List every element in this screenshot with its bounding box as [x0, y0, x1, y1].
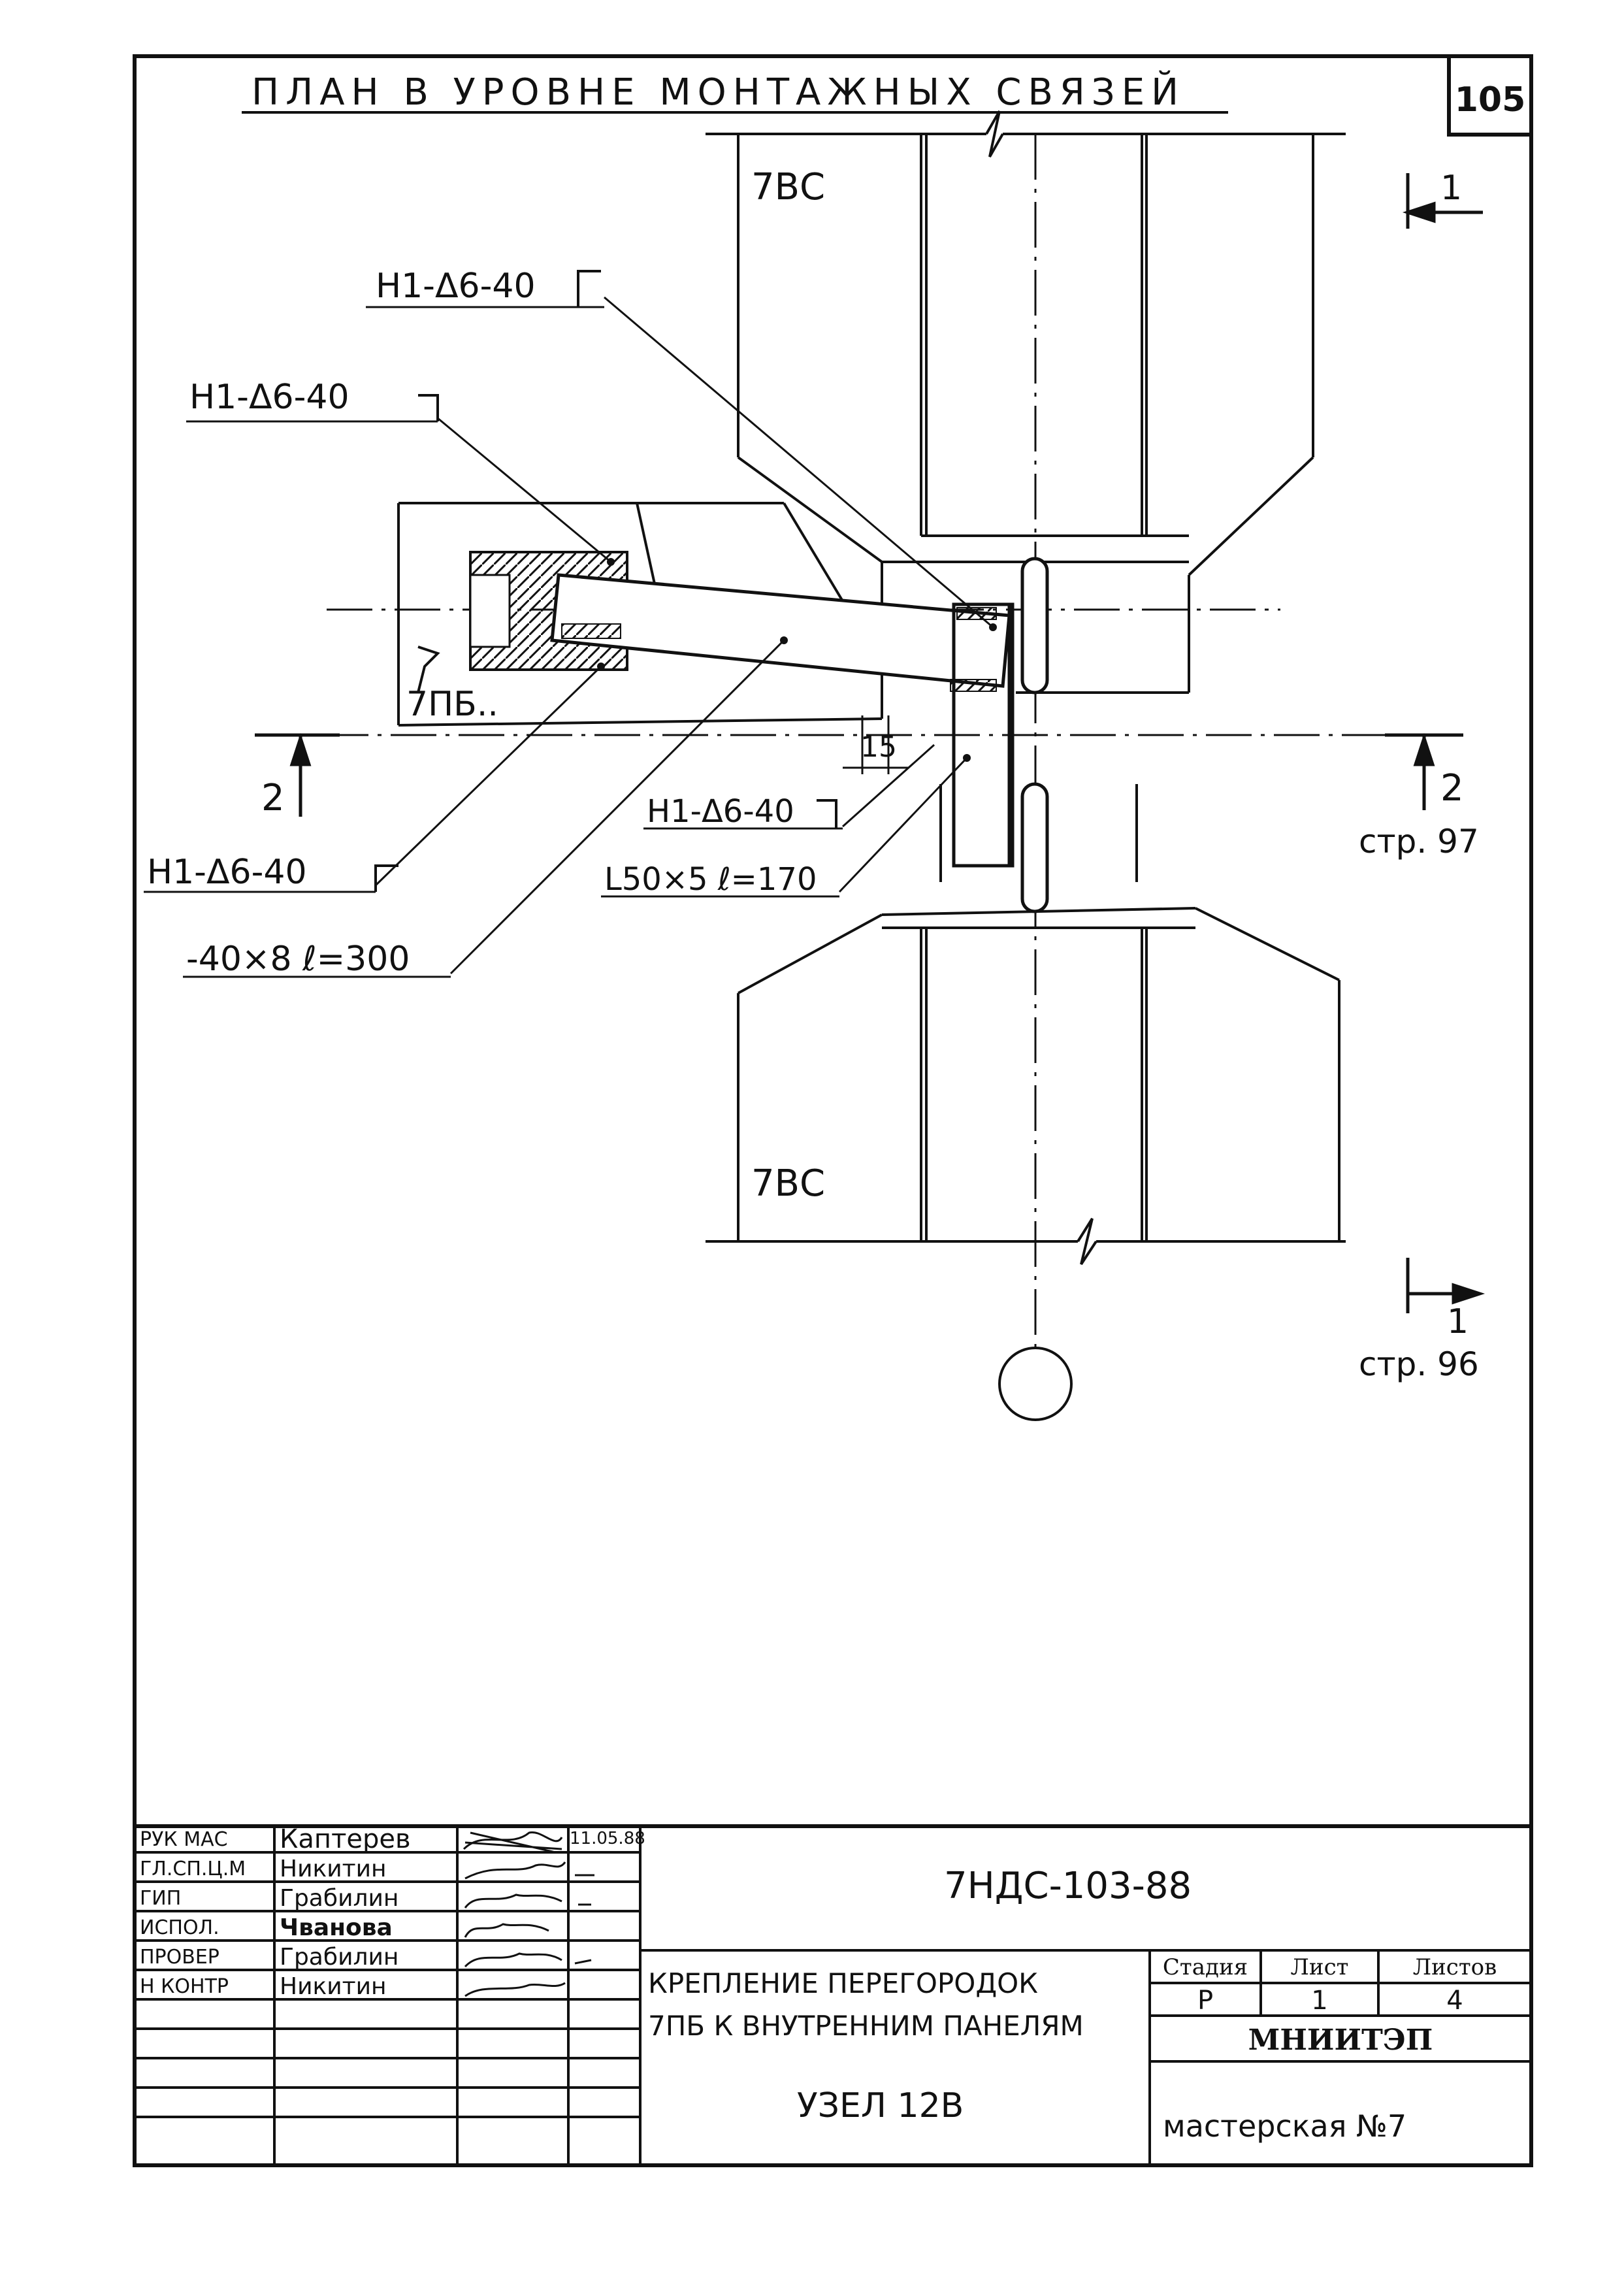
section-mark-1-bottom: [1406, 1258, 1486, 1313]
section-2-right-label: 2: [1440, 767, 1464, 810]
name-row-4: Чванова: [280, 1914, 393, 1941]
callout-h1-d: Н1-Δ6-40: [647, 793, 794, 830]
section-mark-1-top: [1402, 173, 1483, 229]
callout-h1-a: Н1-Δ6-40: [376, 267, 536, 306]
name-row-3: Грабилин: [280, 1885, 398, 1912]
sheets-value: 4: [1446, 1986, 1463, 2016]
partition-hatched-end: [469, 551, 628, 671]
stage-value: Р: [1197, 1986, 1213, 2016]
name-row-1: Каптерев: [280, 1824, 411, 1854]
panel-bottom-label: 7ВС: [751, 1162, 825, 1205]
role-row-1: РУК МАС: [140, 1828, 228, 1851]
role-row-6: Н КОНТР: [140, 1975, 229, 1998]
panel-bottom-7vs: [706, 784, 1346, 1266]
axis-marker-circle: [998, 1347, 1073, 1421]
node-label: УЗЕЛ 12В: [797, 2086, 964, 2125]
section-2-ref: стр. 97: [1359, 823, 1479, 860]
name-row-5: Грабилин: [280, 1944, 398, 1971]
page-number-box: 105: [1447, 54, 1533, 137]
callout-plate: -40×8 ℓ=300: [186, 940, 410, 979]
weld-seam-lower: [1020, 782, 1049, 913]
sheet-value: 1: [1311, 1986, 1327, 2016]
role-row-4: ИСПОЛ.: [140, 1916, 219, 1939]
page-number: 105: [1455, 80, 1526, 120]
section-mark-2-right: [1385, 732, 1463, 810]
workshop: мастерская №7: [1163, 2108, 1406, 2144]
callout-h1-c-bracket: [374, 864, 398, 892]
stage-header: Стадия: [1163, 1954, 1248, 1980]
panel-top-label: 7ВС: [751, 166, 825, 208]
sheet-header: Лист: [1291, 1954, 1349, 1980]
section-1-ref: стр. 96: [1359, 1345, 1479, 1383]
description-line-2: 7ПБ К ВНУТРЕННИМ ПАНЕЛЯМ: [648, 2010, 1084, 2042]
callout-h1-b-bracket: [418, 394, 439, 421]
description-line-1: КРЕПЛЕНИЕ ПЕРЕГОРОДОК: [648, 1967, 1038, 1999]
role-row-2: ГЛ.СП.Ц.М: [140, 1858, 246, 1880]
signatures: [463, 1831, 594, 1997]
steel-angle: [952, 602, 1015, 868]
section-mark-2-left: [255, 732, 340, 817]
leader-dots: [597, 558, 997, 762]
steel-plate: [550, 573, 1011, 688]
callout-h1-a-bracket: [577, 270, 601, 307]
panel-top-7vs: [706, 110, 1346, 719]
title-block-rows: РУК МАС Каптерев 11.05.88 ГЛ.СП.Ц.М Ники…: [140, 1824, 645, 2000]
role-row-5: ПРОВЕР: [140, 1946, 219, 1969]
section-2-left-label: 2: [261, 777, 285, 819]
name-row-2: Никитин: [280, 1856, 387, 1882]
document-code: 7НДС-103-88: [944, 1865, 1192, 1907]
partition-label: 7ПБ..: [406, 685, 498, 724]
dimension-15: [843, 715, 908, 774]
callout-h1-d-bracket: [817, 799, 837, 828]
callout-h1-b: Н1-Δ6-40: [189, 378, 349, 417]
date-row-1: 11.05.88: [570, 1829, 645, 1848]
weld-seam-upper: [1020, 557, 1049, 695]
name-row-6: Никитин: [280, 1973, 387, 2000]
organization: МНИИТЭП: [1248, 2024, 1433, 2057]
sheet-frame: [133, 54, 1533, 2167]
callout-h1-c: Н1-Δ6-40: [147, 853, 307, 892]
callout-angle: L50×5 ℓ=170: [604, 861, 817, 898]
section-1-top-label: 1: [1440, 169, 1462, 208]
drawing-title: ПЛАН В УРОВНЕ МОНТАЖНЫХ СВЯЗЕЙ: [252, 71, 1185, 114]
dimension-15-label: 15: [860, 730, 897, 764]
section-1-bottom-label: 1: [1447, 1302, 1469, 1341]
leader-lines: [374, 296, 994, 975]
role-row-3: ГИП: [140, 1887, 181, 1910]
partition-7pb: [397, 502, 883, 727]
title-block: [135, 1824, 1531, 2165]
plate-weld-hatch: [561, 607, 997, 692]
sheets-header: Листов: [1413, 1954, 1497, 1980]
